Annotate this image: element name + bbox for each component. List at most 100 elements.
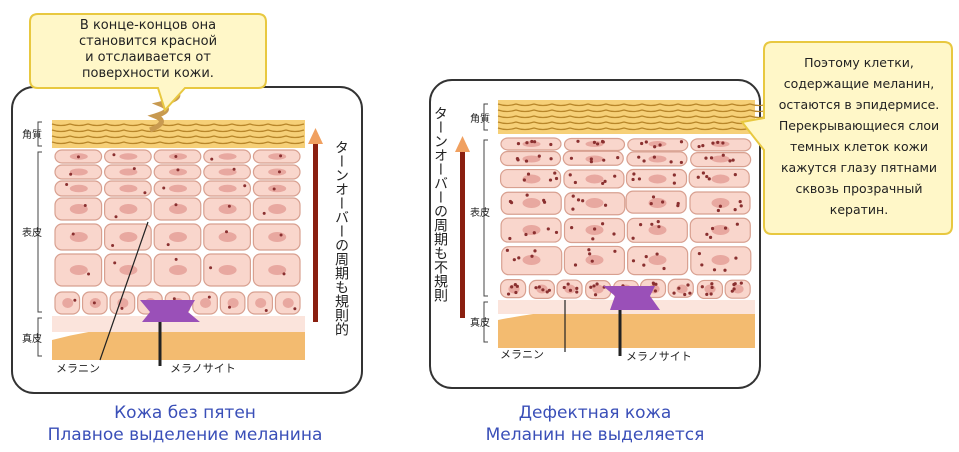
right-melanin-dot	[700, 285, 704, 289]
right-melanin-dot	[541, 288, 545, 292]
right-melanin-dot	[739, 281, 743, 285]
right-cell-nucleus	[522, 225, 541, 235]
right-cell-nucleus	[648, 141, 667, 147]
right-melanin-dot	[654, 282, 658, 286]
right-melanin-dot	[588, 252, 592, 256]
right-cell-nucleus	[711, 255, 730, 265]
right-melanin-dot	[631, 236, 635, 240]
right-melanin-dot	[661, 200, 665, 204]
right-melanin-dot	[721, 141, 725, 145]
right-melanin-dot	[505, 248, 510, 252]
left-caption-line-1: Кожа без пятен	[114, 403, 256, 423]
left-melanin-dot	[174, 203, 178, 207]
right-melanin-dot	[612, 232, 616, 236]
keratin-fiber	[51, 123, 305, 127]
right-melanin-dot	[710, 285, 714, 290]
right-melanin-dot	[653, 289, 657, 293]
left-cell-nucleus	[282, 298, 294, 308]
left-label-melanocyte: メラノサイト	[170, 362, 236, 375]
left-melanin-dot	[174, 257, 178, 261]
left-cell-nucleus	[69, 184, 88, 193]
left-melanin-dot	[207, 295, 211, 299]
right-melanin-dot	[677, 286, 681, 290]
right-melanin-dot	[593, 227, 597, 231]
right-melanin-dot	[721, 153, 725, 157]
right-melanin-dot	[651, 281, 655, 285]
keratin-fiber	[51, 135, 305, 139]
left-bubble-line-2: становится красной	[78, 34, 218, 49]
right-melanin-dot	[566, 282, 570, 286]
right-melanin-dot	[545, 290, 549, 294]
right-melanin-dot	[554, 176, 559, 181]
left-melanin-dot	[83, 203, 87, 207]
left-melanin-dot	[132, 167, 136, 171]
right-melanin-dot	[709, 156, 714, 160]
left-label-dermis: 真皮	[22, 332, 42, 345]
right-melanin-dot	[589, 160, 593, 164]
left-cell-nucleus	[169, 232, 187, 242]
keratin-fiber	[497, 103, 769, 107]
left-cell-nucleus	[268, 265, 287, 275]
right-melanin-dot	[587, 248, 591, 252]
right-label-dermis: 真皮	[470, 316, 490, 329]
right-melanin-dot	[733, 173, 737, 177]
right-melanin-dot	[562, 285, 566, 290]
right-bracket-keratin	[483, 103, 488, 131]
right-melanin-dot	[735, 222, 739, 226]
left-melanin-dot	[166, 243, 170, 247]
left-melanin-dot	[76, 155, 80, 159]
right-melanin-dot	[688, 291, 692, 295]
right-melanin-dot	[595, 142, 600, 146]
left-melanin-dot	[87, 272, 91, 276]
left-cell-nucleus	[218, 265, 237, 275]
right-melanin-dot	[549, 142, 553, 147]
right-melanin-dot	[524, 232, 528, 237]
left-dermis	[52, 324, 305, 360]
right-melanin-dot	[512, 258, 516, 262]
left-melanin-dot	[228, 305, 232, 309]
right-melanin-dot	[653, 145, 657, 149]
right-melanin-dot	[601, 140, 605, 144]
right-melanin-dot	[513, 282, 517, 287]
left-bubble-text: В конце-концов она становится красной и …	[40, 18, 256, 82]
left-cell-nucleus	[69, 168, 88, 176]
left-cell-nucleus	[119, 184, 138, 193]
keratin-fiber	[497, 109, 769, 113]
left-melanin-dot	[71, 232, 75, 236]
left-melanin-dot	[73, 298, 77, 302]
right-cell-nucleus	[711, 141, 730, 147]
left-melanin-dot	[224, 230, 228, 234]
right-melanin-dot	[711, 141, 715, 145]
right-melanin-dot	[554, 230, 559, 235]
right-label-epidermis: 表皮	[470, 206, 490, 219]
right-melanin-dot	[591, 237, 595, 241]
right-melanin-dot	[553, 171, 557, 175]
left-melanin-pointer	[99, 221, 149, 361]
right-melanin-dot	[533, 140, 537, 144]
right-cell-nucleus	[522, 198, 541, 208]
right-melanin-dot	[672, 291, 676, 295]
right-melanin-dot	[697, 144, 701, 149]
right-melanin-dot	[723, 226, 728, 230]
right-melanin-dot	[697, 252, 701, 256]
left-bracket-epidermis	[37, 151, 42, 313]
left-melanin-dot	[262, 211, 266, 215]
right-melanin-dot	[716, 208, 720, 213]
left-turnover-arrow-head	[308, 128, 323, 144]
left-melanin-dot	[232, 167, 236, 171]
right-melanin-dot	[509, 201, 514, 205]
right-cell-nucleus	[711, 155, 730, 163]
right-melanin-dot	[704, 156, 708, 160]
left-cell-nucleus	[69, 265, 88, 275]
right-melanin-dot	[603, 179, 607, 183]
right-bubble-shape	[740, 41, 953, 235]
right-melanin-dot	[589, 157, 593, 161]
right-melanin-dot	[571, 207, 575, 211]
right-melanin-dot	[616, 155, 620, 160]
right-melanin-dot	[532, 231, 536, 235]
keratin-fiber	[497, 127, 769, 131]
left-melanin-dot	[176, 168, 180, 172]
right-melanin-dot	[709, 292, 713, 296]
left-melanin-dot	[174, 155, 178, 159]
